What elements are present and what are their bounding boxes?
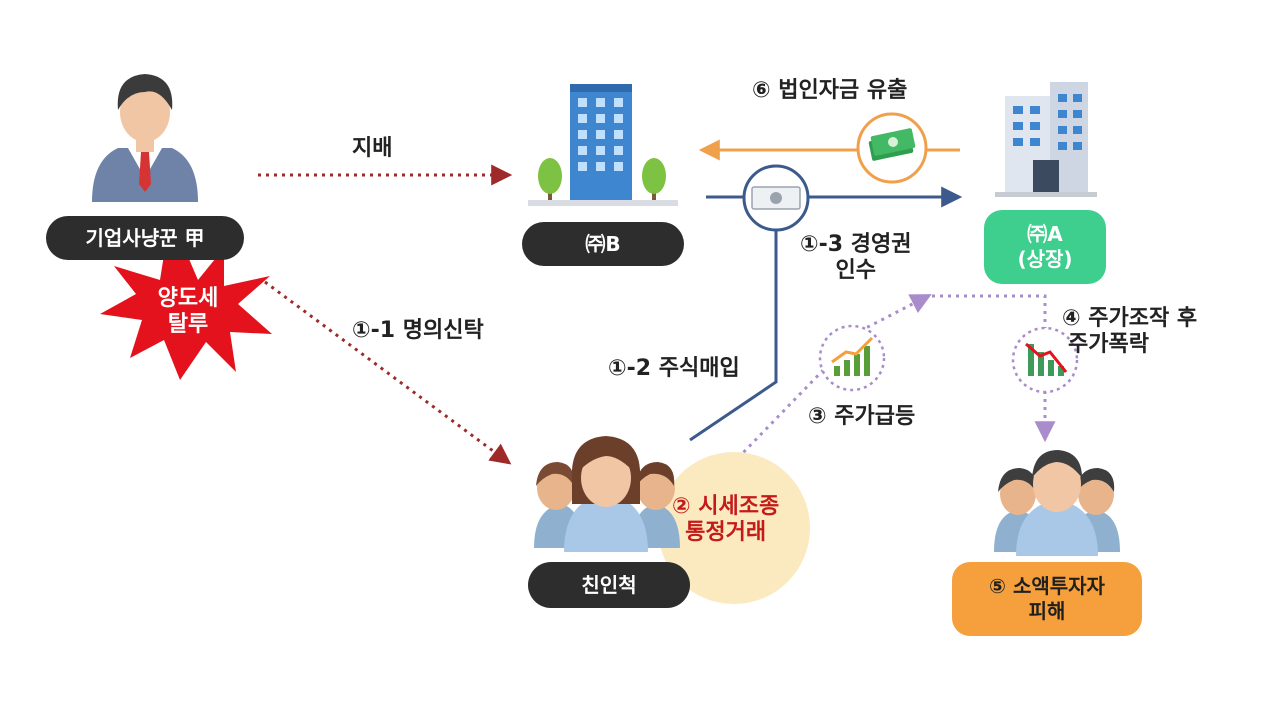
businessman-icon — [92, 74, 198, 202]
relatives-group-icon — [534, 436, 680, 552]
tax-evasion-label: 양도세 탈루 — [140, 286, 236, 339]
takeover-line-1: ①-3 경영권 — [800, 232, 912, 257]
chart-up-icon — [818, 324, 886, 392]
manipulation-label: ② 시세조종 통정거래 — [672, 494, 779, 547]
nominee-arrow — [264, 280, 512, 465]
crash-line-1: ④ 주가조작 후 — [1062, 306, 1198, 331]
manipulation-line-2: 통정거래 — [685, 520, 767, 546]
investors-node: ⑤ 소액투자자 피해 — [952, 562, 1142, 636]
investors-label-2: 피해 — [1028, 599, 1066, 623]
crash-line-2: 주가폭락 — [1068, 332, 1149, 358]
manipulation-circle — [658, 452, 810, 604]
nominee-label: ①-1 명의신탁 — [352, 318, 484, 343]
chart-down-icon — [1011, 326, 1079, 394]
outflow-label: ⑥ 법인자금 유출 — [752, 78, 908, 103]
relatives-node: 친인척 — [528, 562, 690, 608]
control-label: 지배 — [352, 136, 393, 161]
crash-label: ④ 주가조작 후 주가폭락 — [1062, 306, 1197, 359]
price-surge-label: ③ 주가급등 — [808, 404, 916, 429]
company-a-label: ㈜A — [1027, 222, 1063, 246]
banknote-icon — [742, 164, 810, 232]
company-b-node: ㈜B — [522, 222, 684, 266]
investors-label-1: ⑤ 소액투자자 — [989, 574, 1105, 598]
office-building-a-icon — [995, 82, 1097, 197]
manipulation-line-1: ② 시세조종 — [672, 494, 780, 519]
company-a-node: ㈜A (상장) — [984, 210, 1106, 284]
explosion-burst-icon — [100, 242, 272, 380]
crash-arrow — [932, 294, 1056, 443]
schemer-node: 기업사냥꾼 甲 — [46, 216, 244, 260]
relatives-label: 친인척 — [581, 572, 637, 597]
schemer-label: 기업사냥꾼 甲 — [85, 225, 205, 250]
company-a-sublabel: (상장) — [1017, 247, 1073, 271]
tax-evasion-line-2: 탈루 — [167, 312, 209, 338]
money-icon — [856, 112, 928, 184]
takeover-line-2: 인수 — [835, 258, 876, 284]
office-building-b-icon — [528, 84, 678, 206]
tax-evasion-line-1: 양도세 — [157, 286, 219, 311]
company-b-label: ㈜B — [585, 231, 621, 256]
stock-purchase-line — [689, 205, 778, 442]
takeover-label: ①-3 경영권 인수 — [800, 232, 911, 285]
investors-group-icon — [994, 450, 1120, 556]
stock-purchase-label: ①-2 주식매입 — [608, 356, 740, 381]
